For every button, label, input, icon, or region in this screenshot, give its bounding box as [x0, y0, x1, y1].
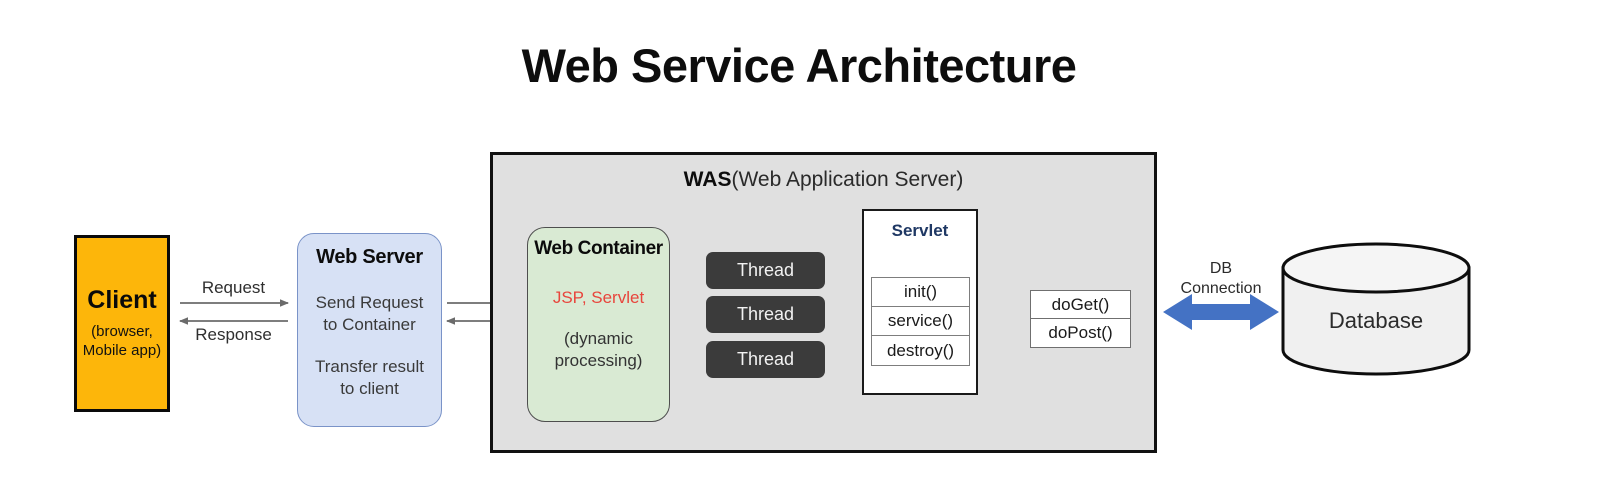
web-container-tech: JSP, Servlet: [552, 288, 645, 307]
database-label: Database: [1328, 308, 1424, 333]
web-server-role-1: Send Request to Container: [316, 292, 424, 336]
db-connection-arrow: [1163, 294, 1279, 330]
servlet-method-service[interactable]: service(): [872, 307, 969, 336]
was-title-bold: WAS: [683, 168, 732, 191]
web-container-box[interactable]: Web Container JSP, Servlet (dynamic proc…: [527, 227, 670, 422]
client-subtitle-line2: Mobile app): [82, 341, 162, 359]
client-title: Client: [87, 285, 157, 314]
was-title: WAS(Web Application Server): [490, 168, 1157, 192]
web-server-role-1-line1: Send Request: [315, 293, 424, 312]
response-label: Response: [195, 325, 272, 344]
http-handler-list: doGet() doPost(): [1030, 290, 1131, 348]
web-container-title: Web Container: [534, 238, 663, 259]
web-server-role-2-line2: to client: [340, 379, 399, 399]
web-server-box[interactable]: Web Server Send Request to Container Tra…: [297, 233, 442, 427]
web-server-role-1-line2: to Container: [323, 315, 416, 335]
request-label: Request: [201, 278, 266, 297]
servlet-title: Servlet: [891, 221, 949, 240]
client-box[interactable]: Client (browser, Mobile app): [74, 235, 170, 412]
page-title: Web Service Architecture: [521, 39, 1077, 92]
servlet-method-destroy[interactable]: destroy(): [886, 340, 955, 360]
web-server-role-2-line1: Transfer result: [315, 357, 424, 377]
db-connection-label-line2: Connection: [1180, 280, 1262, 297]
web-container-note: (dynamic processing): [555, 328, 643, 372]
handler-dopost[interactable]: doPost(): [1048, 323, 1113, 342]
web-container-note-line1: (dynamic: [564, 329, 633, 348]
handler-doget[interactable]: doGet(): [1031, 291, 1130, 319]
web-server-role-2: Transfer result to client: [315, 356, 424, 400]
thread-box[interactable]: Thread: [706, 296, 825, 333]
client-subtitle-line1: (browser,: [91, 323, 153, 340]
db-connection-label-line1: DB: [1209, 260, 1233, 277]
thread-box[interactable]: Thread: [706, 252, 825, 289]
thread-box[interactable]: Thread: [706, 341, 825, 378]
db-connection-label: DB Connection: [1157, 259, 1285, 299]
web-server-title: Web Server: [316, 246, 423, 268]
servlet-method-init[interactable]: init(): [872, 278, 969, 307]
servlet-method-list: init() service() destroy(): [871, 277, 970, 366]
client-subtitle: (browser, Mobile app): [83, 323, 161, 361]
was-title-rest: (Web Application Server): [731, 168, 964, 191]
web-container-note-line2: processing): [554, 351, 643, 371]
